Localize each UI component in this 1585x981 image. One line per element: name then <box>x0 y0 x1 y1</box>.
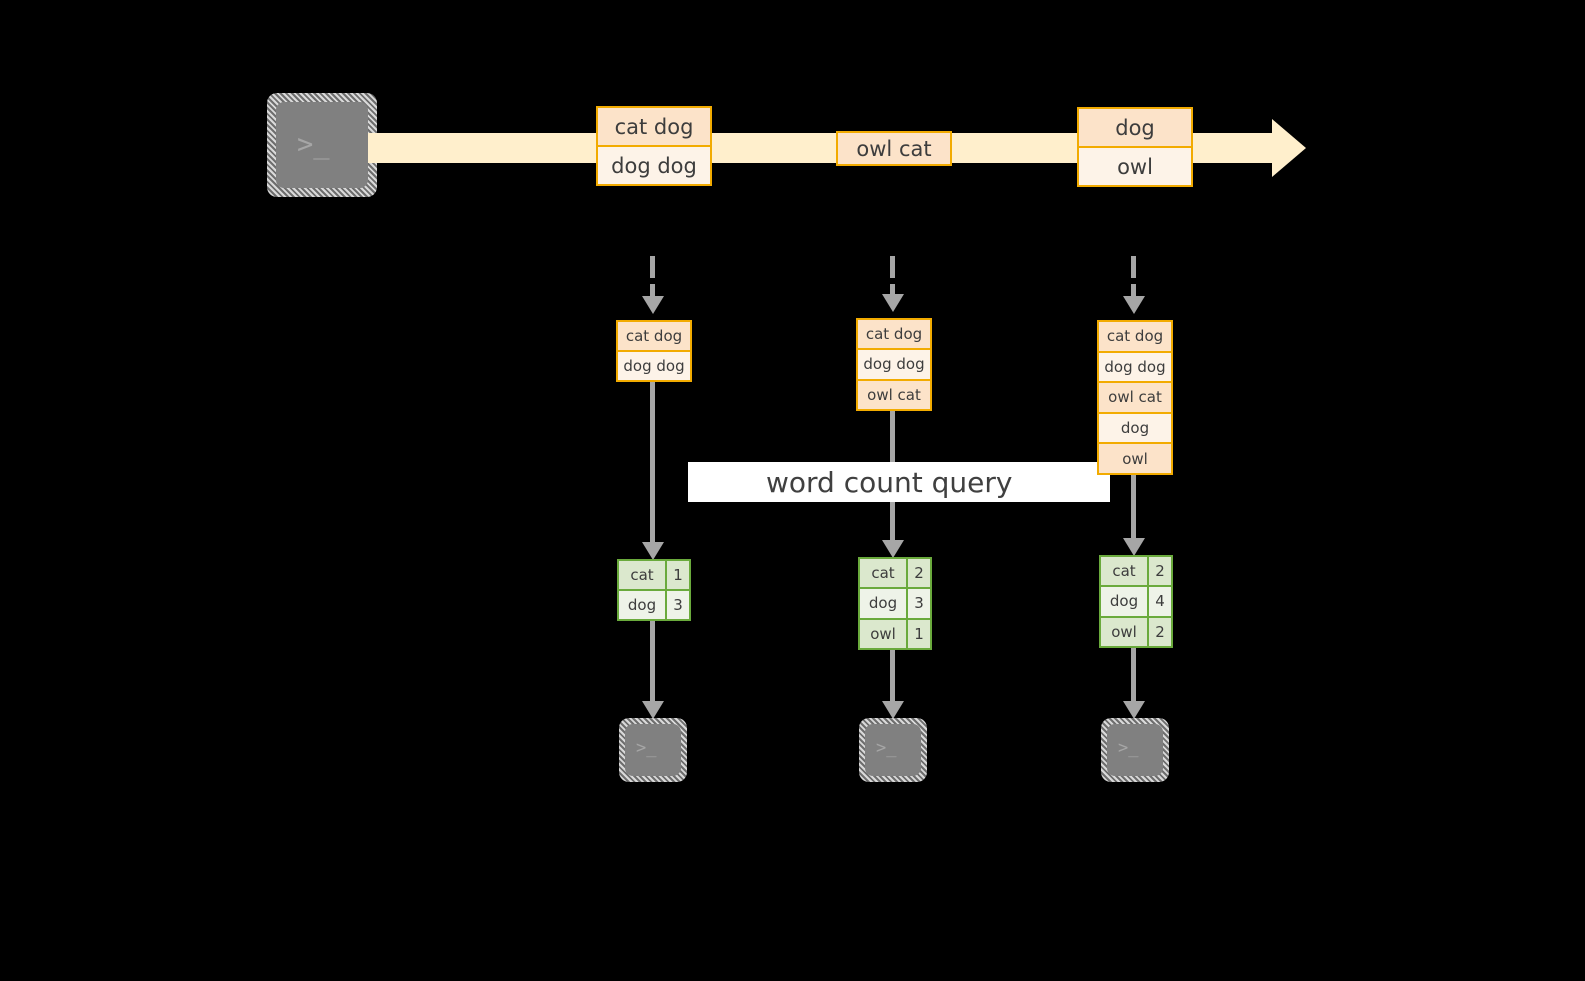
result-word-cell: cat <box>860 559 908 588</box>
sink-terminal-icon-2: >_ <box>859 718 927 782</box>
query-arrow-head-2 <box>882 540 904 558</box>
result-table-3: cat 2 dog 4 owl 2 <box>1099 555 1173 648</box>
stream-tap-arrowhead-1 <box>642 296 664 314</box>
input-table-line: cat dog <box>1099 322 1171 353</box>
query-label: word count query <box>766 465 1013 499</box>
stream-record-line: owl <box>1079 148 1191 185</box>
terminal-prompt-glyph: >_ <box>297 129 330 160</box>
terminal-body <box>1107 724 1163 776</box>
stream-tap-dashed-2 <box>890 284 895 294</box>
input-table-line: owl cat <box>1099 383 1171 414</box>
input-table-line: cat dog <box>618 322 690 352</box>
terminal-prompt-glyph: >_ <box>1118 738 1139 758</box>
result-table-row: owl 1 <box>860 619 930 648</box>
terminal-body <box>865 724 921 776</box>
query-arrow-shaft-3 <box>1131 475 1136 538</box>
result-table-row: dog 4 <box>1101 587 1171 618</box>
stream-record-1: cat dog dog dog <box>596 106 712 186</box>
result-word-cell: dog <box>860 589 908 618</box>
sink-arrow-head-3 <box>1123 701 1145 719</box>
result-count-cell: 1 <box>914 624 924 643</box>
stream-tap-dashed-3 <box>1131 284 1136 296</box>
stream-tap-dashed-2 <box>890 256 895 278</box>
terminal-prompt-glyph: >_ <box>876 738 897 758</box>
sink-arrow-shaft-3 <box>1131 648 1136 701</box>
result-word-cell: cat <box>1101 557 1149 586</box>
source-terminal-icon: >_ <box>267 93 377 197</box>
result-count-cell: 3 <box>673 596 683 614</box>
terminal-body <box>276 102 368 188</box>
result-count-cell: 2 <box>1155 562 1165 581</box>
result-word-cell: owl <box>860 619 908 648</box>
stream-record-line: cat dog <box>598 108 710 147</box>
input-table-line: dog dog <box>1099 352 1171 384</box>
stream-tap-dashed-1 <box>650 256 655 278</box>
result-word-cell: dog <box>1101 587 1149 616</box>
sink-terminal-icon-1: >_ <box>619 718 687 782</box>
result-count-cell: 2 <box>1155 622 1165 641</box>
result-table-row: cat 2 <box>1101 557 1171 588</box>
input-table-1: cat dog dog dog <box>616 320 692 382</box>
sink-arrow-shaft-1 <box>650 621 655 701</box>
result-table-1: cat 1 dog 3 <box>617 559 691 621</box>
input-table-line: dog dog <box>618 352 690 380</box>
terminal-prompt-glyph: >_ <box>636 738 657 758</box>
query-arrow-head-3 <box>1123 538 1145 556</box>
result-count-cell: 4 <box>1155 592 1165 611</box>
stream-record-2: owl cat <box>836 131 952 166</box>
input-table-line: owl cat <box>858 380 930 409</box>
stream-record-line: dog dog <box>598 147 710 184</box>
query-arrow-shaft-1 <box>650 382 655 542</box>
result-table-2: cat 2 dog 3 owl 1 <box>858 557 932 650</box>
input-table-line: owl <box>1099 444 1171 473</box>
sink-terminal-icon-3: >_ <box>1101 718 1169 782</box>
stream-record-3: dog owl <box>1077 107 1193 187</box>
result-word-cell: cat <box>619 561 667 589</box>
stream-tap-arrowhead-2 <box>882 294 904 312</box>
query-label-band: word count query <box>688 462 1110 502</box>
query-arrow-head-1 <box>642 542 664 560</box>
input-table-line: dog dog <box>858 350 930 381</box>
result-table-row: cat 2 <box>860 559 930 590</box>
event-stream-arrowhead <box>1272 119 1306 177</box>
terminal-body <box>625 724 681 776</box>
result-table-row: cat 1 <box>619 561 689 591</box>
sink-arrow-head-2 <box>882 701 904 719</box>
result-table-row: dog 3 <box>860 589 930 620</box>
stream-tap-arrowhead-3 <box>1123 296 1145 314</box>
sink-arrow-shaft-2 <box>890 650 895 701</box>
stream-tap-dashed-1 <box>650 284 655 296</box>
stream-record-line: dog <box>1079 109 1191 148</box>
result-count-cell: 1 <box>673 566 683 584</box>
input-table-2: cat dog dog dog owl cat <box>856 318 932 411</box>
result-table-row: owl 2 <box>1101 617 1171 646</box>
result-word-cell: owl <box>1101 617 1149 646</box>
result-count-cell: 2 <box>914 564 924 583</box>
result-word-cell: dog <box>619 591 667 619</box>
result-count-cell: 3 <box>914 594 924 613</box>
stream-tap-dashed-3 <box>1131 256 1136 278</box>
sink-arrow-head-1 <box>642 701 664 719</box>
input-table-line: cat dog <box>858 320 930 351</box>
input-table-line: dog <box>1099 413 1171 445</box>
result-table-row: dog 3 <box>619 591 689 619</box>
input-table-3: cat dog dog dog owl cat dog owl <box>1097 320 1173 475</box>
stream-record-line: owl cat <box>838 133 950 164</box>
